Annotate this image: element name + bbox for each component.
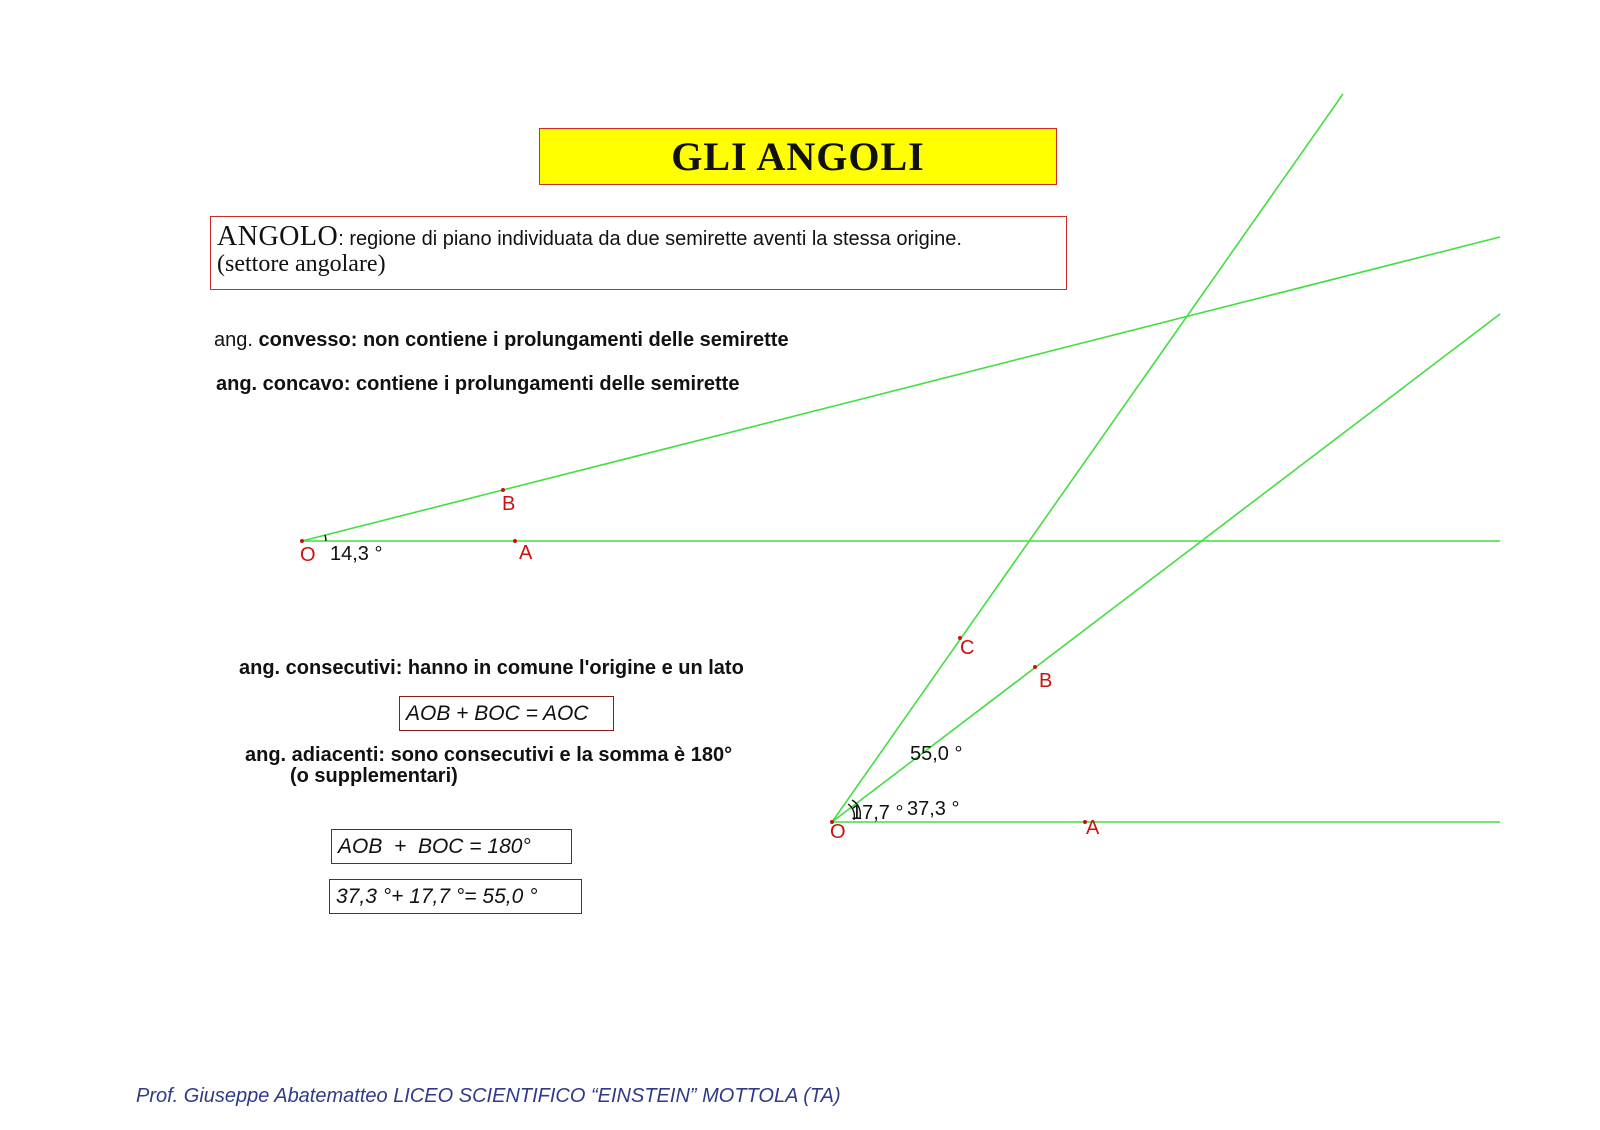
definition-subtitle: (settore angolare) bbox=[217, 251, 386, 277]
angle-arc-2a bbox=[847, 803, 856, 821]
page-title: GLI ANGOLI bbox=[539, 128, 1057, 185]
convex-prefix: ang. bbox=[214, 329, 259, 351]
convex-definition: ang. convesso: non contiene i prolungame… bbox=[214, 329, 789, 352]
label-b-2: B bbox=[1039, 670, 1052, 692]
formula-adjacent: AOB + BOC = 180° bbox=[331, 829, 572, 864]
point-o-2 bbox=[830, 820, 834, 824]
angle-value-aob: 37,3 ° bbox=[907, 798, 959, 820]
convex-text: convesso: non contiene i prolungamenti d… bbox=[258, 329, 789, 351]
angle-value-1: 14,3 ° bbox=[330, 543, 382, 565]
label-a-1: A bbox=[519, 542, 533, 564]
angle-value-aoc: 55,0 ° bbox=[910, 743, 962, 765]
point-b-2 bbox=[1033, 665, 1037, 669]
definition-box: ANGOLO: regione di piano individuata da … bbox=[210, 216, 1067, 290]
formula-consecutive: AOB + BOC = AOC bbox=[399, 696, 614, 731]
label-b-1: B bbox=[502, 493, 515, 515]
point-b-1 bbox=[501, 488, 505, 492]
point-a-1 bbox=[513, 539, 517, 543]
formula-sum: 37,3 °+ 17,7 °= 55,0 ° bbox=[329, 879, 582, 914]
ray-oc-2 bbox=[831, 93, 1344, 823]
definition-term: ANGOLO bbox=[217, 221, 339, 252]
ray-ob-1 bbox=[301, 236, 1501, 542]
adjacent-note: (o supplementari) bbox=[290, 765, 458, 787]
label-a-2: A bbox=[1086, 817, 1100, 839]
concave-definition: ang. concavo: contiene i prolungamenti d… bbox=[216, 373, 740, 395]
angle-value-boc: 17,7 ° bbox=[851, 802, 903, 824]
angle-arc-2b bbox=[851, 799, 862, 819]
ray-ob-2 bbox=[831, 313, 1501, 823]
point-c-2 bbox=[958, 636, 962, 640]
footer-credit: Prof. Giuseppe Abatematteo LICEO SCIENTI… bbox=[136, 1085, 841, 1107]
angle-arc-1 bbox=[324, 534, 327, 542]
point-o-1 bbox=[300, 539, 304, 543]
point-a-2 bbox=[1083, 820, 1087, 824]
adjacent-definition: ang. adiacenti: sono consecutivi e la so… bbox=[245, 744, 733, 766]
label-c-2: C bbox=[960, 637, 974, 659]
consecutive-definition: ang. consecutivi: hanno in comune l'orig… bbox=[239, 657, 744, 679]
label-o-2: O bbox=[830, 821, 846, 843]
label-o-1: O bbox=[300, 544, 316, 566]
definition-text: : regione di piano individuata da due se… bbox=[338, 228, 962, 250]
